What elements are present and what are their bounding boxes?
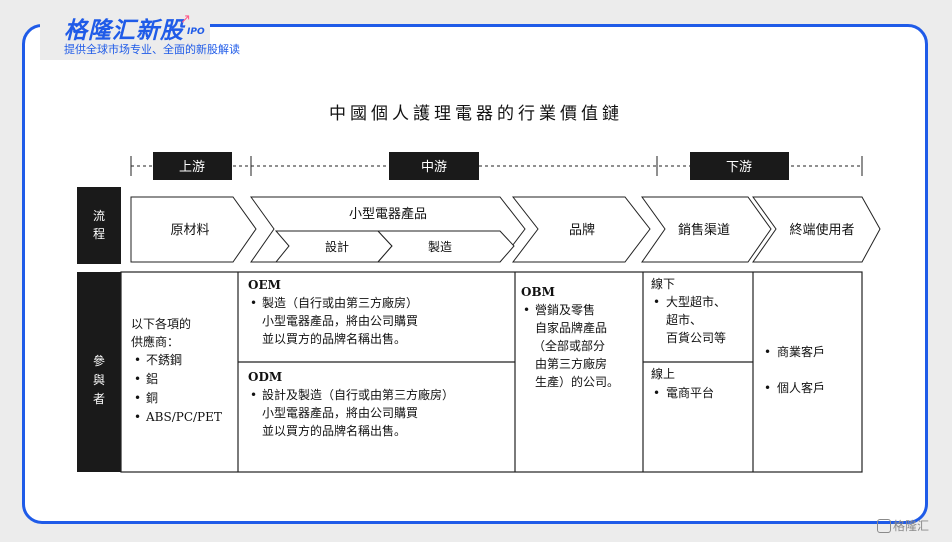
supplier-item: 銅 bbox=[146, 391, 158, 405]
logo-suffix: IPO bbox=[187, 27, 205, 37]
customer-item: 個人客戶 bbox=[777, 380, 825, 395]
offline-title: 線下 bbox=[651, 276, 675, 291]
logo-arrow-icon: ↗ bbox=[180, 12, 191, 27]
oem-cell: OEM • 製造（自行或由第三方廠房） 小型電器產品，將由公司購買 並以買方的品… bbox=[248, 278, 418, 346]
offline-cell: 線下 • 大型超市、 超市、 百貨公司等 bbox=[651, 276, 726, 345]
stage-downstream-label: 下游 bbox=[726, 160, 752, 175]
watermark: 格隆汇 bbox=[877, 517, 929, 534]
suppliers-heading-1: 以下各項的 bbox=[131, 316, 191, 331]
stage-midstream-label: 中游 bbox=[421, 160, 447, 175]
stage-upstream: 上游 bbox=[153, 152, 232, 180]
tagline: 提供全球市场专业、全面的新股解读 bbox=[64, 43, 240, 56]
stage-timeline bbox=[130, 156, 863, 176]
stage-upstream-label: 上游 bbox=[179, 160, 205, 175]
raw-materials-label: 原材料 bbox=[170, 223, 209, 238]
chevron-end-users bbox=[752, 196, 881, 263]
odm-line: 並以買方的品牌名稱出售。 bbox=[262, 423, 406, 438]
odm-title: ODM bbox=[248, 370, 282, 384]
suppliers-cell: 以下各項的 供應商： • 不銹鋼 • 鋁 • 銅 • ABS/PC/PET bbox=[131, 316, 222, 424]
chevron-sales-channels bbox=[641, 196, 772, 263]
odm-line: 小型電器產品，將由公司購買 bbox=[262, 405, 418, 420]
bullet: • bbox=[134, 353, 141, 367]
odm-line: 設計及製造（自行或由第三方廠房） bbox=[262, 387, 454, 402]
online-title: 線上 bbox=[651, 366, 675, 381]
logo: 格隆汇新股 bbox=[64, 18, 184, 44]
offline-line: 超市、 bbox=[666, 312, 702, 327]
sales-channels-label: 銷售渠道 bbox=[678, 222, 730, 238]
supplier-item: 不銹鋼 bbox=[146, 353, 182, 367]
row-header-process: 流 程 bbox=[77, 187, 121, 264]
bullet: • bbox=[523, 303, 530, 317]
bullet: • bbox=[653, 386, 660, 400]
obm-title: OBM bbox=[521, 285, 555, 299]
bullet: • bbox=[134, 410, 141, 424]
bullet: • bbox=[764, 345, 771, 359]
participants-label-char-3: 者 bbox=[93, 392, 105, 406]
stage-midstream: 中游 bbox=[389, 152, 479, 180]
obm-line: 營銷及零售 bbox=[535, 302, 595, 317]
odm-cell: ODM • 設計及製造（自行或由第三方廠房） 小型電器產品，將由公司購買 並以買… bbox=[248, 370, 454, 438]
participants-label-char-1: 參 bbox=[93, 353, 105, 368]
chevron-manufacturing bbox=[376, 230, 515, 263]
oem-line: 小型電器產品，將由公司購買 bbox=[262, 313, 418, 328]
offline-line: 百貨公司等 bbox=[666, 330, 726, 345]
content-frame bbox=[22, 24, 928, 524]
manufacturing-label: 製造 bbox=[428, 240, 452, 254]
obm-cell: OBM • 營銷及零售 自家品牌產品 （全部或部分 由第三方廠房 生產）的公司。 bbox=[521, 285, 619, 389]
obm-line: 自家品牌產品 bbox=[535, 320, 607, 335]
row-header-participants: 參 與 者 bbox=[77, 272, 121, 472]
bullet: • bbox=[134, 391, 141, 405]
diagram-title: 中國個人護理電器的行業價值鏈 bbox=[329, 104, 623, 124]
obm-line: （全部或部分 bbox=[533, 338, 605, 353]
watermark-logo-icon bbox=[877, 519, 891, 533]
chevron-raw-materials bbox=[130, 196, 257, 263]
bullet: • bbox=[250, 388, 257, 402]
oem-title: OEM bbox=[248, 278, 281, 292]
stage-downstream: 下游 bbox=[690, 152, 789, 180]
bullet: • bbox=[764, 381, 771, 395]
online-item: 電商平台 bbox=[666, 385, 714, 400]
obm-line: 由第三方廠房 bbox=[535, 356, 607, 371]
customer-item: 商業客戶 bbox=[777, 344, 825, 359]
oem-line: 並以買方的品牌名稱出售。 bbox=[262, 331, 406, 346]
bullet: • bbox=[134, 372, 141, 386]
chevron-brand bbox=[511, 196, 651, 263]
watermark-text: 格隆汇 bbox=[893, 519, 930, 533]
customers-cell: • 商業客戶 • 個人客戶 bbox=[764, 344, 825, 395]
online-cell: 線上 • 電商平台 bbox=[651, 366, 714, 400]
supplier-item: ABS/PC/PET bbox=[145, 410, 222, 424]
obm-line: 生產）的公司。 bbox=[535, 374, 619, 389]
suppliers-heading-2: 供應商： bbox=[131, 334, 179, 349]
small-appliances-label: 小型電器產品 bbox=[349, 206, 427, 222]
end-users-label: 終端使用者 bbox=[789, 222, 854, 238]
participants-table bbox=[120, 271, 863, 473]
bullet: • bbox=[250, 296, 257, 310]
logo-background bbox=[40, 14, 210, 60]
process-label-char-2: 程 bbox=[93, 226, 105, 241]
design-label: 設計 bbox=[325, 239, 349, 254]
supplier-item: 鋁 bbox=[146, 372, 158, 386]
participants-label-char-2: 與 bbox=[93, 373, 105, 387]
process-label-char-1: 流 bbox=[93, 209, 105, 223]
bullet: • bbox=[653, 295, 660, 309]
brand-label: 品牌 bbox=[569, 222, 595, 238]
oem-line: 製造（自行或由第三方廠房） bbox=[262, 295, 418, 310]
offline-line: 大型超市、 bbox=[666, 294, 726, 309]
